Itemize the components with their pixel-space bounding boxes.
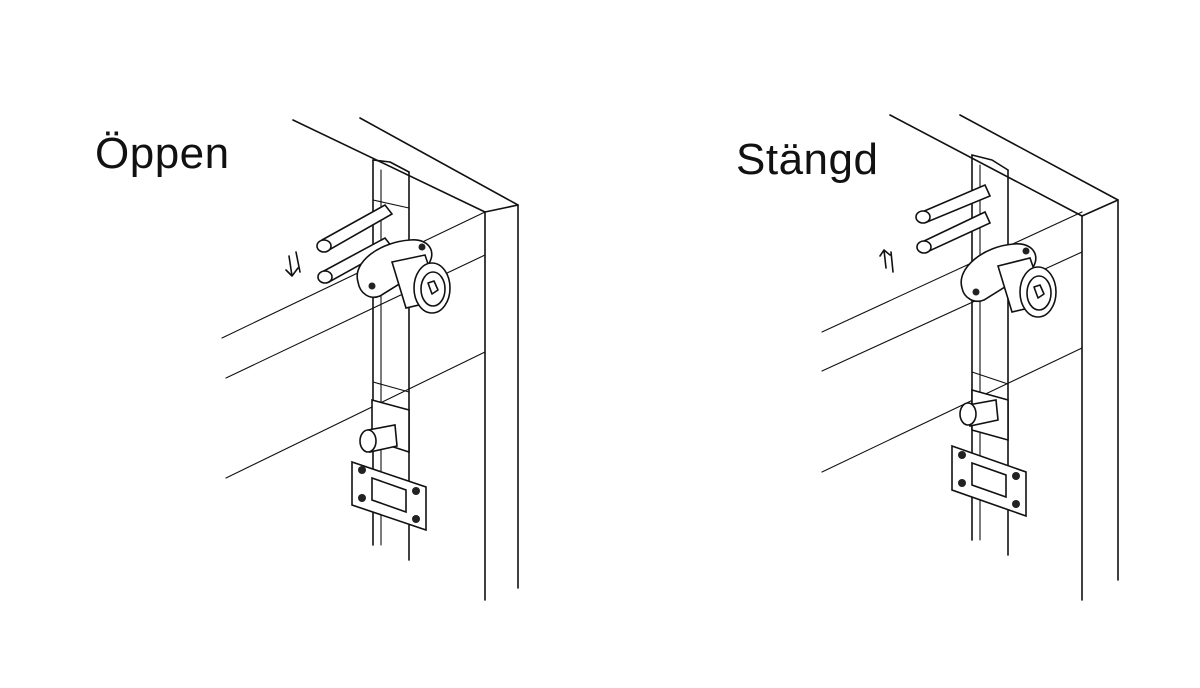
open-lock-illustration bbox=[221, 117, 519, 601]
panel-closed: Stängd bbox=[600, 0, 1200, 688]
lock-cylinder bbox=[356, 239, 451, 314]
panel-open: Öppen bbox=[95, 117, 519, 601]
lock-cylinder bbox=[960, 243, 1057, 318]
strike-plate bbox=[951, 388, 1027, 518]
strike-plate bbox=[351, 398, 427, 532]
panel-label-closed: Stängd bbox=[736, 135, 879, 184]
cabinet-outline bbox=[221, 117, 519, 601]
arrow-up-icon bbox=[879, 249, 894, 273]
panel-label-open: Öppen bbox=[95, 129, 230, 178]
locking-pins bbox=[915, 183, 992, 254]
cabinet-outline bbox=[821, 114, 1119, 601]
arrow-down-icon bbox=[285, 251, 301, 277]
closed-lock-illustration bbox=[821, 114, 1119, 601]
